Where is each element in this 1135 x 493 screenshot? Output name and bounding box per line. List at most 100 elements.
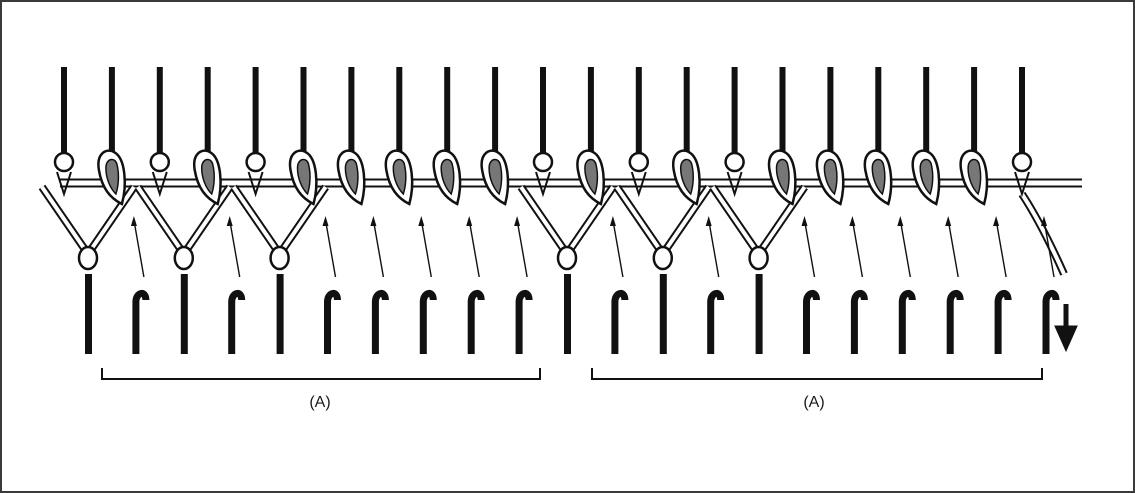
upper-needle-15 [724, 67, 745, 198]
needle-shank [300, 67, 307, 155]
tuck-strand-core [615, 185, 665, 256]
pointer-tip [897, 216, 904, 226]
lower-needle-12 [609, 216, 629, 354]
lower-needle-1 [85, 274, 92, 354]
yarn-strand [60, 178, 1082, 276]
needle-shank [108, 67, 115, 155]
tuck-strand-core [40, 185, 90, 256]
lower-loop [269, 245, 290, 271]
lower-needle-17 [849, 216, 868, 354]
pointer-line [899, 219, 911, 278]
loop-open [245, 151, 266, 173]
loop-shaded [584, 158, 599, 196]
upper-needle-19 [911, 67, 941, 206]
latch-hook [898, 290, 916, 354]
tuck-strand-core [756, 185, 807, 256]
loop-shaded [200, 158, 215, 196]
lower-needle-13 [659, 274, 667, 354]
bracket-2 [591, 368, 1043, 380]
tuck-loops [38, 184, 808, 271]
group-brackets [101, 368, 1043, 380]
latch-hook [324, 290, 341, 354]
lower-loop [652, 245, 674, 271]
upper-needle-20 [959, 67, 989, 206]
tuck-strand-core [661, 185, 711, 256]
upper-needle-5 [245, 67, 266, 198]
needle-shank [540, 67, 546, 155]
loop-stem [151, 171, 168, 198]
pointer-line [995, 219, 1007, 278]
pointer-tip [1041, 216, 1047, 226]
pointer-tip [130, 216, 137, 226]
loop-stem [247, 171, 264, 198]
loop-open [724, 151, 745, 173]
tuck-strand-core [136, 185, 186, 256]
pointer-line [851, 219, 864, 278]
needle-shank [971, 67, 978, 155]
needle-shank [1019, 67, 1025, 155]
pointer-line [516, 219, 528, 278]
loop-shaded [296, 158, 311, 196]
pointer-tip [705, 216, 712, 226]
lower-needle-7 [370, 216, 389, 354]
pointer-tip [370, 216, 377, 226]
upper-needle-8 [384, 67, 414, 206]
lower-loop [173, 245, 195, 271]
pointer-tip [322, 216, 329, 226]
lower-needle-4 [226, 216, 246, 354]
pointer-line [947, 219, 959, 278]
pointer-line [420, 219, 432, 278]
upper-needle-14 [671, 67, 701, 206]
tuck-strand-core [182, 185, 232, 256]
needle-shank [635, 67, 642, 155]
tuck-strand-core [277, 185, 328, 256]
latch-hook [1042, 290, 1060, 354]
loop-shaded [775, 158, 790, 196]
pointer-tip [418, 216, 425, 226]
upper-needle-7 [336, 67, 366, 206]
upper-needle-9 [432, 67, 462, 206]
loop-open [532, 151, 554, 173]
needle-shank [875, 67, 882, 155]
needle-shank [61, 67, 67, 155]
loop-stem [1014, 171, 1030, 198]
needle-shank [156, 67, 163, 155]
loop-shaded [967, 158, 982, 196]
lower-bar [564, 274, 571, 354]
needle-shank [683, 67, 690, 155]
lower-bar [659, 274, 667, 354]
lower-needle-14 [705, 216, 725, 354]
latch-hook [803, 290, 820, 354]
loop-shaded [919, 158, 934, 196]
lower-needle-3 [180, 274, 188, 354]
loop-open [149, 151, 171, 173]
group-label-a-1: (A) [309, 394, 331, 411]
loop-shaded [392, 158, 407, 196]
tuck-strand-core [710, 185, 761, 256]
loop-stem [535, 171, 551, 198]
needle-shank [731, 67, 738, 155]
lower-needle-11 [564, 274, 571, 354]
lower-loop [77, 245, 99, 271]
loop-shaded [823, 158, 838, 196]
upper-needle-12 [576, 67, 605, 206]
latch-hook [707, 290, 725, 354]
latch-hook [228, 290, 246, 354]
tuck-strand-core [519, 185, 569, 256]
pointer-line [612, 219, 624, 278]
upper-needle-10 [480, 67, 510, 206]
pointer-tip [609, 216, 616, 226]
lower-bar [755, 274, 763, 354]
lower-needle-20 [993, 216, 1012, 354]
upper-needle-13 [628, 67, 650, 198]
upper-needle-16 [767, 67, 797, 206]
needle-shank [492, 67, 499, 155]
needle-shank [204, 67, 211, 155]
pointer-tip [801, 216, 808, 226]
latch-hook [467, 290, 485, 354]
lower-bar [180, 274, 188, 354]
pointer-tip [226, 216, 233, 226]
upper-needle-4 [192, 67, 222, 206]
pointer-tip [514, 216, 521, 226]
lower-needle-19 [945, 216, 964, 354]
